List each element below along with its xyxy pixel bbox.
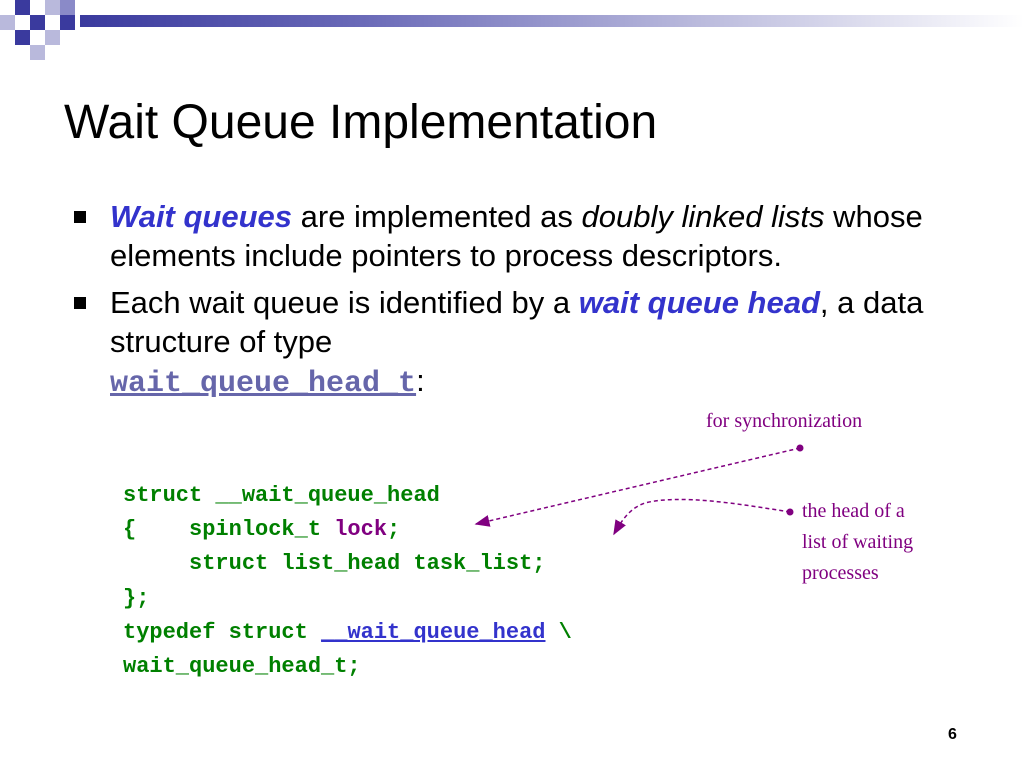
slide-title: Wait Queue Implementation: [64, 96, 658, 149]
bullet-item: Wait queues are implemented as doubly li…: [74, 197, 934, 275]
arrow-to-lock: [474, 447, 801, 527]
code-block: struct __wait_queue_head { spinlock_t lo…: [123, 479, 572, 684]
annotation-line: processes: [802, 562, 879, 584]
arrow-dot: [786, 508, 794, 516]
bullet-text: Each wait queue is identified by a: [110, 285, 579, 320]
square-bullet-icon: [74, 211, 86, 223]
bullet-item: Each wait queue is identified by a wait …: [74, 283, 934, 404]
bullet-text: , a data structure of type: [110, 285, 924, 359]
bullet-text: :: [416, 363, 425, 398]
code-line: struct __wait_queue_head: [123, 483, 440, 508]
arrow-to-task-list: [613, 498, 791, 536]
term-doubly-linked-lists: doubly linked lists: [581, 199, 825, 234]
annotation-synchronization: for synchronization: [706, 410, 863, 432]
code-line: typedef struct: [123, 619, 322, 645]
term-wait-queues: Wait queues: [110, 199, 293, 234]
code-line: };: [123, 585, 150, 611]
code-line: { spinlock_t: [123, 517, 335, 543]
page-number: 6: [948, 726, 957, 743]
deco-square: [60, 0, 75, 15]
annotation-line: list of waiting: [802, 531, 914, 553]
deco-square: [0, 15, 15, 30]
deco-square: [30, 45, 45, 60]
type-name-wait-queue-head-t: wait_queue_head_t: [110, 367, 417, 401]
deco-square: [30, 15, 45, 30]
bullet-text: whose elements include pointers to proce…: [110, 199, 923, 273]
deco-square: [45, 0, 60, 15]
square-bullet-icon: [74, 297, 86, 309]
code-lock-field: lock: [334, 517, 388, 543]
arrow-dot: [796, 444, 804, 452]
deco-square: [60, 15, 75, 30]
code-struct-name: __wait_queue_head: [321, 619, 546, 645]
code-line: wait_queue_head_t;: [123, 654, 361, 680]
bullet-text: are implemented as: [292, 199, 582, 234]
bullet-list: Wait queues are implemented as doubly li…: [74, 197, 934, 412]
deco-square: [45, 30, 60, 45]
term-wait-queue-head: wait queue head: [578, 285, 820, 320]
code-line: struct list_head task_list;: [123, 551, 546, 577]
annotation-task-list: the head of a list of waiting processes: [802, 496, 913, 589]
deco-square: [15, 30, 30, 45]
header-gradient-bar: [80, 15, 1024, 27]
annotation-line: the head of a: [802, 500, 905, 522]
code-line: ;: [387, 517, 401, 543]
deco-square: [15, 0, 30, 15]
code-line: \: [545, 619, 572, 645]
